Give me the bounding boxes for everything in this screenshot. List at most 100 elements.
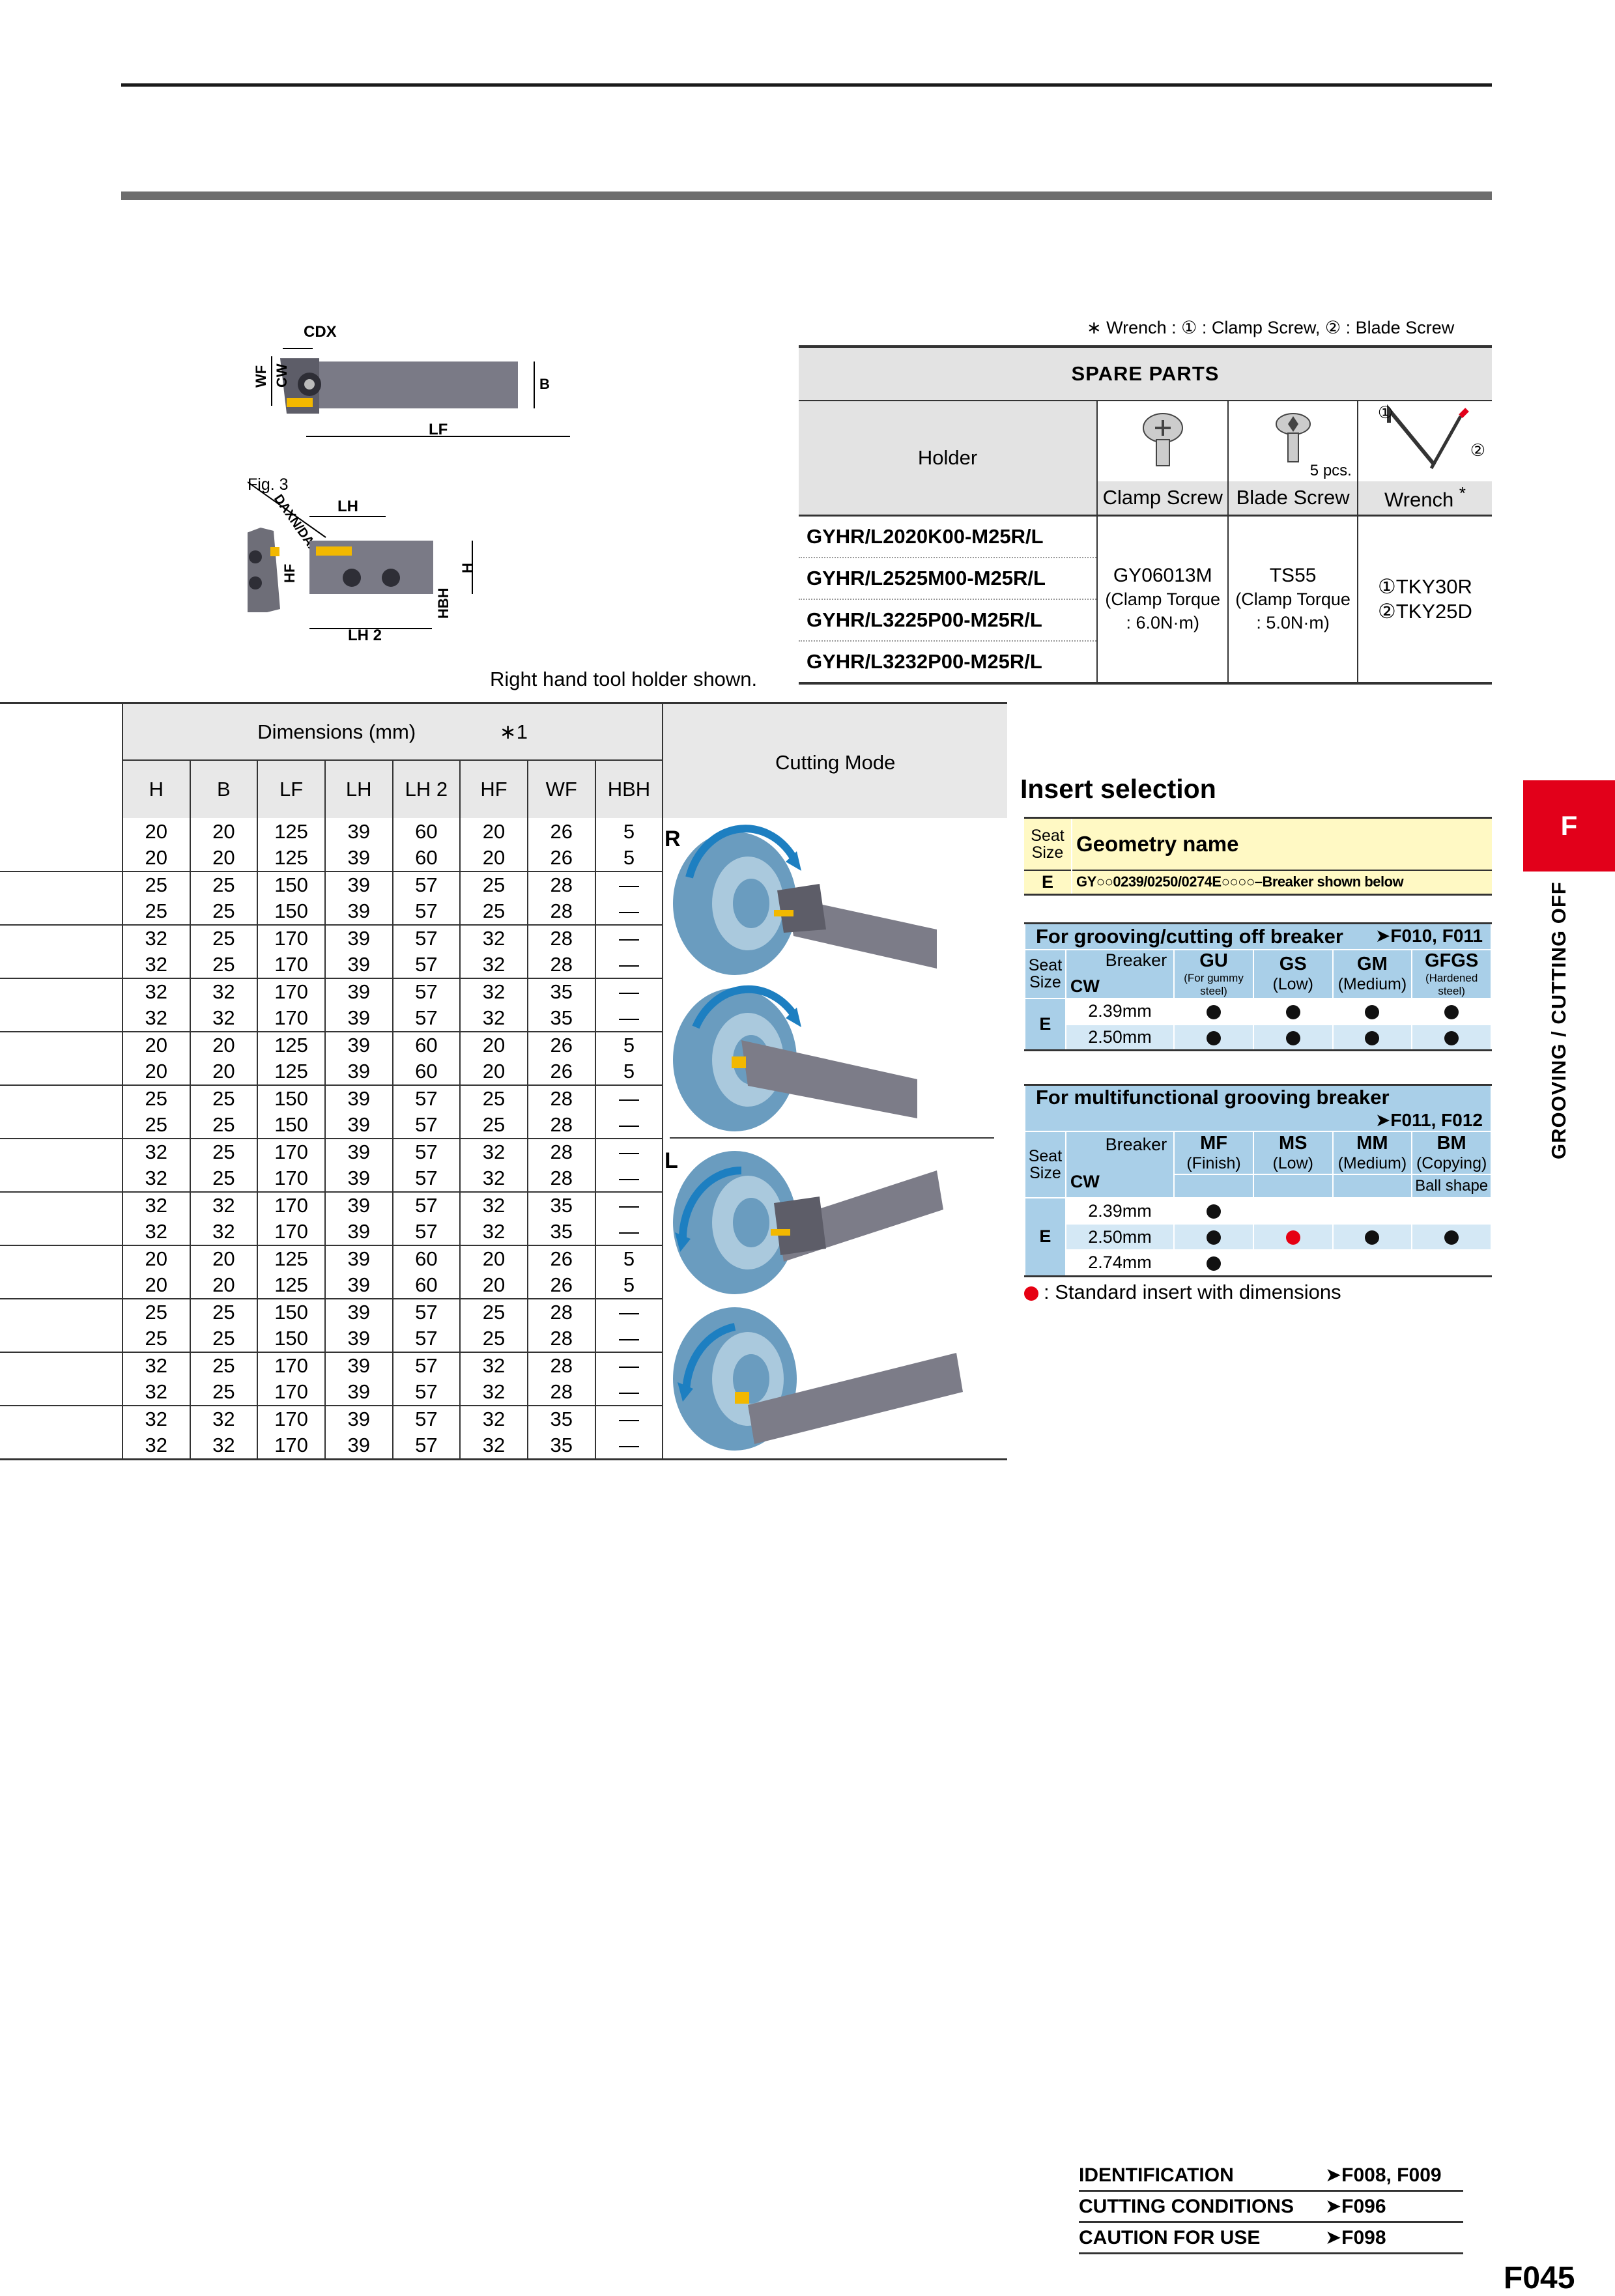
dim-cell: 35: [526, 1406, 595, 1432]
dim-cell: 25: [189, 1325, 258, 1353]
dim-cell: 57: [392, 1379, 461, 1406]
dim-cell: 39: [324, 872, 393, 898]
dim-cell: 26: [526, 1272, 595, 1299]
dim-cell: 32: [459, 1379, 528, 1406]
section-tab-f[interactable]: F: [1523, 780, 1615, 872]
row-blank: [0, 1165, 122, 1193]
holder-drawing: CDX LF B WF CW Fig. 3 DAXN/DAXX LH LH 2 …: [235, 322, 599, 661]
label-wf: WF: [253, 365, 269, 388]
dim-cell: 170: [257, 1219, 325, 1246]
mode-l-bottom: [673, 1307, 963, 1451]
row-blank: [0, 1112, 122, 1139]
ref-cutting-conditions[interactable]: CUTTING CONDITIONS ➤F096: [1079, 2191, 1463, 2223]
dim-group-label: Dimensions (mm): [257, 720, 416, 743]
dim-cell: 32: [189, 978, 258, 1005]
legend: : Standard insert with dimensions: [1024, 1281, 1341, 1304]
dim-cell: —: [594, 1085, 663, 1112]
dim-cell: 39: [324, 1165, 393, 1193]
dim-cell: 20: [459, 1245, 528, 1272]
multi-mark: [1173, 1197, 1254, 1225]
dim-cell: 57: [392, 1352, 461, 1379]
label-lh: LH: [337, 498, 358, 515]
dim-cell: 32: [121, 1219, 190, 1246]
dim-cell: 25: [459, 1299, 528, 1325]
dim-cell: 35: [526, 978, 595, 1005]
gu-sub: (For gummy steel): [1184, 971, 1244, 997]
dim-cell: 20: [459, 1272, 528, 1299]
dim-cell: 32: [189, 1406, 258, 1432]
dim-cell: 39: [324, 1005, 393, 1032]
grooving-seat-size: Seat Size: [1024, 948, 1066, 999]
dim-cell: —: [594, 1139, 663, 1165]
dim-cell: 39: [324, 818, 393, 845]
row-blank: [0, 1432, 122, 1460]
dim-cell: 20: [189, 1058, 258, 1086]
clamp-screw-code: GY06013M: [1113, 564, 1212, 586]
dim-cell: 170: [257, 1352, 325, 1379]
dim-cell: 20: [121, 818, 190, 845]
dim-cell: 32: [121, 1432, 190, 1460]
gfgs-code: GFGS: [1425, 950, 1479, 971]
dim-cell: 32: [459, 978, 528, 1005]
dim-blank-header: [0, 703, 122, 818]
row-blank: [0, 1352, 122, 1379]
dim-cell: 39: [324, 925, 393, 952]
label-lh2: LH 2: [348, 627, 382, 644]
dim-cell: —: [594, 1219, 663, 1246]
dim-cell: 32: [121, 1352, 190, 1379]
row-blank: [0, 898, 122, 926]
dim-cell: 25: [121, 1112, 190, 1139]
row-blank: [0, 978, 122, 1005]
dim-cell: 25: [189, 1379, 258, 1406]
dim-cell: 32: [121, 1139, 190, 1165]
dim-cell: 170: [257, 1139, 325, 1165]
grooving-ref: ➤F010, F011: [1375, 925, 1483, 946]
grooving-mark: [1332, 997, 1413, 1025]
ref-identification-label: IDENTIFICATION: [1079, 2164, 1234, 2186]
dim-cell: 60: [392, 818, 461, 845]
row-blank: [0, 1031, 122, 1058]
dim-cell: 20: [189, 1245, 258, 1272]
dim-cell: —: [594, 1352, 663, 1379]
dim-cell: 125: [257, 1058, 325, 1086]
dim-cell: 35: [526, 1219, 595, 1246]
multi-ref: ➤F011, F012: [1375, 1110, 1483, 1130]
row-blank: [0, 1085, 122, 1112]
grooving-mark: [1411, 997, 1492, 1025]
dim-cell: —: [594, 1379, 663, 1406]
dim-cell: 32: [459, 1352, 528, 1379]
dim-cell: 57: [392, 1112, 461, 1139]
grooving-col-gm: GM(Medium): [1332, 948, 1413, 999]
dim-note-mark: ∗1: [499, 720, 528, 743]
dim-cell: 28: [526, 1299, 595, 1325]
dim-cell: 20: [459, 1031, 528, 1058]
row-blank: [0, 1272, 122, 1299]
col-lh2: LH 2: [392, 759, 461, 818]
dim-cell: 32: [459, 1165, 528, 1193]
row-blank: [0, 1325, 122, 1353]
dim-cell: 57: [392, 1139, 461, 1165]
dim-cell: 57: [392, 1325, 461, 1353]
mf-sub: (Finish): [1186, 1154, 1241, 1172]
dim-cell: 57: [392, 1085, 461, 1112]
ref-identification[interactable]: IDENTIFICATION ➤F008, F009: [1079, 2160, 1463, 2192]
dim-cell: 39: [324, 1352, 393, 1379]
col-lh: LH: [324, 759, 393, 818]
geo-seat-size-header: Seat Size: [1024, 817, 1072, 870]
dim-cell: 125: [257, 845, 325, 872]
ref-caution[interactable]: CAUTION FOR USE ➤F098: [1079, 2222, 1463, 2254]
dim-cell: 20: [459, 818, 528, 845]
grooving-seat-e: E: [1024, 997, 1066, 1051]
row-blank: [0, 952, 122, 979]
multi-cw-label: CW: [1070, 1172, 1100, 1191]
ref-cutting-conditions-label: CUTTING CONDITIONS: [1079, 2196, 1294, 2217]
cutting-mode-svg: R L: [665, 825, 994, 1451]
dim-cell: 170: [257, 1165, 325, 1193]
label-hbh: HBH: [435, 588, 451, 619]
label-hf: HF: [281, 564, 298, 583]
